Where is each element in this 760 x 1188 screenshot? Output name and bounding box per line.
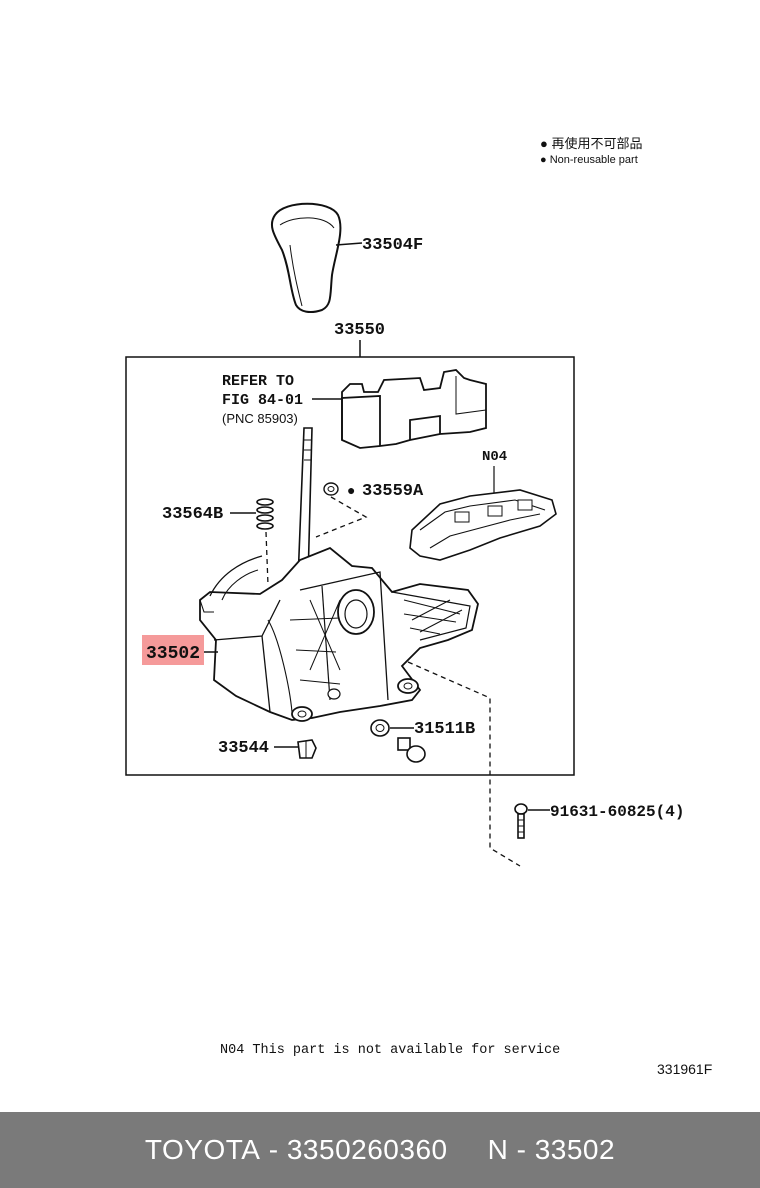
figure-code: 331961F: [657, 1061, 712, 1077]
indicator-cover[interactable]: [341, 369, 487, 449]
refer-line-2: FIG 84-01: [222, 392, 303, 409]
knob-leader: [335, 242, 363, 246]
callout-31511B[interactable]: 31511B: [414, 720, 475, 739]
detent-spring[interactable]: [256, 498, 274, 530]
callout-33504F[interactable]: 33504F: [362, 236, 423, 255]
pin[interactable]: [397, 737, 426, 763]
bolt-dashed-path: [407, 661, 521, 867]
housing-highlight: [142, 635, 204, 665]
legend-japanese: ● 再使用不可部品: [540, 136, 642, 151]
callout-N04[interactable]: N04: [482, 449, 507, 465]
callout-33550[interactable]: 33550: [334, 321, 385, 340]
callout-33544[interactable]: 33544: [218, 739, 269, 758]
callout-33502[interactable]: 33502: [146, 644, 200, 664]
bolt[interactable]: [514, 803, 528, 839]
shift-knob[interactable]: [271, 202, 342, 314]
legend-english: ● Non-reusable part: [540, 154, 638, 166]
footer-bar: TOYOTA - 3350260360 N - 33502: [0, 1112, 760, 1188]
seal-marker: ●: [347, 482, 355, 498]
refer-line-3: (PNC 85903): [222, 411, 298, 426]
service-note: N04 This part is not available for servi…: [220, 1043, 560, 1058]
n04-guide-plate[interactable]: [409, 489, 557, 561]
seal-dashed-path: [315, 496, 368, 538]
footer-ref: N - 33502: [487, 1134, 616, 1165]
shift-lever-housing[interactable]: [199, 546, 479, 722]
callout-33564B[interactable]: 33564B: [162, 505, 223, 524]
callout-33559A[interactable]: 33559A: [362, 482, 424, 501]
parts-diagram: ● 再使用不可部品 ● Non-reusable part 33504F 335…: [125, 136, 712, 1077]
footer-sep-1: -: [260, 1134, 287, 1165]
footer-brand: TOYOTA: [144, 1134, 261, 1165]
refer-line-1: REFER TO: [222, 373, 294, 390]
footer-part-number: 3350260360: [286, 1134, 448, 1165]
callout-91631-60825[interactable]: 91631-60825(4): [550, 803, 684, 821]
bushing[interactable]: [370, 719, 390, 737]
assembly-frame: [125, 356, 575, 776]
spring-dashed-path: [265, 531, 269, 586]
clip[interactable]: [297, 739, 317, 759]
seal-washer[interactable]: [323, 482, 339, 496]
